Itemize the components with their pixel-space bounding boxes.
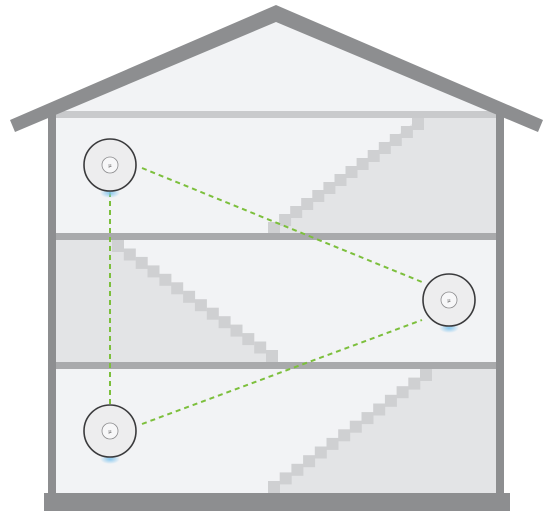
stair-step	[396, 386, 409, 399]
stair-step	[326, 437, 339, 450]
stair-step	[314, 446, 327, 459]
stair-step	[268, 222, 280, 234]
mesh-link-bottom-to-middle	[141, 319, 423, 425]
access-point-logo-ring	[101, 156, 119, 174]
stair-step	[230, 324, 243, 337]
attic-interior	[58, 22, 496, 112]
stair-step	[135, 256, 148, 269]
access-point-bottom-left[interactable]: µ	[83, 404, 137, 464]
stair-shadow-middle	[56, 240, 278, 362]
stair-step	[266, 350, 278, 362]
stair-step	[159, 273, 172, 286]
stair-step	[279, 214, 292, 226]
stair-step	[279, 472, 292, 485]
access-point-logo: µ	[108, 163, 112, 169]
stair-shadow-ground	[268, 369, 496, 493]
stair-step	[183, 290, 196, 303]
access-point-logo-ring	[440, 291, 458, 309]
floor-slab-lower	[54, 362, 498, 369]
stair-step	[378, 142, 391, 154]
stair-step	[373, 403, 386, 416]
wall-left	[48, 112, 56, 496]
stair-step	[147, 265, 160, 278]
stair-step	[218, 316, 231, 329]
stair-step	[338, 429, 351, 442]
stair-step	[389, 134, 402, 146]
stair-step	[242, 333, 255, 346]
stair-step	[291, 463, 304, 476]
staircase-ground-floor	[268, 369, 432, 493]
access-point-top-left[interactable]: µ	[83, 138, 137, 198]
stair-step	[323, 182, 336, 194]
stair-step	[206, 307, 219, 320]
ground-slab	[44, 493, 510, 511]
stair-step	[254, 341, 267, 354]
wall-right	[496, 112, 504, 496]
stair-step	[290, 206, 303, 218]
stair-step	[268, 481, 280, 493]
stair-step	[420, 369, 432, 381]
access-point-logo: µ	[447, 298, 451, 304]
access-point-logo-ring	[101, 422, 119, 440]
stair-step	[334, 174, 347, 186]
staircase-middle-floor	[112, 240, 278, 362]
access-point-logo: µ	[108, 429, 112, 435]
stair-step	[171, 282, 184, 295]
stair-step	[301, 198, 314, 210]
mesh-links	[109, 167, 423, 425]
stair-step	[349, 420, 362, 433]
stair-step	[408, 377, 421, 390]
stair-step	[400, 126, 413, 138]
stair-step	[356, 158, 369, 170]
stair-step	[384, 394, 397, 407]
access-point-middle-right[interactable]: µ	[422, 273, 476, 333]
floor-slab-upper	[54, 233, 498, 240]
ceiling-slab	[56, 111, 496, 118]
stair-step	[367, 150, 380, 162]
stair-step	[123, 248, 136, 261]
stair-step	[361, 412, 374, 425]
stair-step	[303, 455, 316, 468]
stair-step	[345, 166, 358, 178]
stair-shadow-top	[268, 118, 496, 234]
stair-step	[412, 118, 424, 130]
staircase-top-floor	[268, 118, 424, 234]
stair-step	[312, 190, 325, 202]
stair-step	[194, 299, 207, 312]
stair-step	[112, 240, 124, 252]
